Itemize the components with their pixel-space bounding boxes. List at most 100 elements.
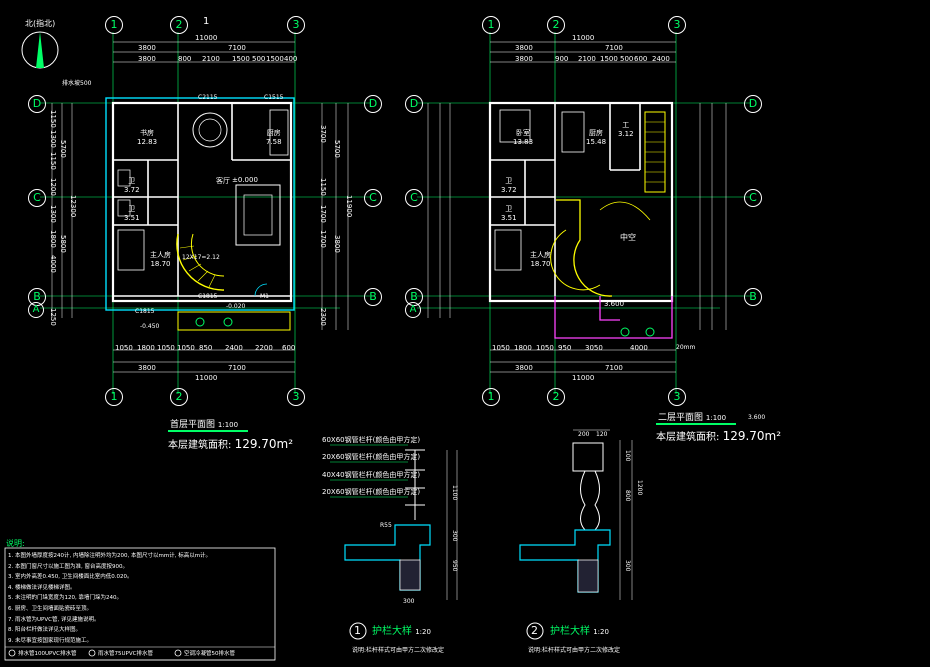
plan1-dim-detail-7: 400: [284, 55, 298, 63]
notes-line: 7. 雨水管为UPVC管, 详见建施说明。: [8, 616, 100, 623]
axis-bubble-3-bottom: 3: [287, 388, 305, 406]
detail2: [519, 429, 633, 640]
plan1-dim-bottom-d5: 850: [199, 344, 213, 352]
plan1-dim-bottom-d8: 600: [282, 344, 296, 352]
detail1: [330, 444, 458, 640]
plan1-dim-top-part-1: 3800: [138, 44, 156, 52]
plan1-dim-bottom-d7: 2200: [255, 344, 273, 352]
axis-bubble-C-right: C: [364, 189, 382, 207]
plan2-title-underline: [656, 423, 736, 425]
plan2-title: 二层平面图 1:100: [658, 413, 727, 423]
plan1-dim-right-4: 1700: [319, 230, 327, 248]
axis-bubble-D-left: D: [28, 95, 46, 113]
svg-text:北(指北): 北(指北): [25, 18, 55, 28]
notes-line: 2. 本图门窗尺寸以施工图为准, 窗台高度按900。: [8, 563, 128, 570]
plan2-dim-bottom-p2: 7100: [605, 364, 623, 372]
detail1-dim-2: 300: [451, 530, 458, 542]
plan1-title: 首层平面图 1:100: [170, 420, 239, 430]
detail1-callout-1: 60X60钢管栏杆(颜色由甲方定): [322, 436, 421, 444]
axis-bubble-1-bottom: 1: [105, 388, 123, 406]
detail1-callout-4: 20X60钢管栏杆(颜色由甲方定): [322, 488, 421, 496]
plan1-dim-detail-1: 3800: [138, 55, 156, 63]
plan1-dim-bottom-d4: 1050: [177, 344, 195, 352]
plan2-axis-bubble-D-left: D: [405, 95, 423, 113]
plan1-dim-left-9: 5700: [59, 140, 67, 158]
plan1-dim-detail-2: 800: [178, 55, 192, 63]
axis-bubble-C-left: C: [28, 189, 46, 207]
plan2-dim-detail-1: 3800: [515, 55, 533, 63]
plan2-dim-bottom-d4: 950: [558, 344, 572, 352]
plan2-dim-detail-2: 900: [555, 55, 569, 63]
plan2-axis-bubble-3-bottom: 3: [668, 388, 686, 406]
plan1-dim-bottom-p2: 7100: [228, 364, 246, 372]
plan1-level-2: -0.450: [140, 323, 160, 330]
plan1-dim-bottom-total: 11000: [195, 374, 218, 382]
plan2-dim-detail-7: 2400: [652, 55, 670, 63]
plan2-dim-top-total: 11000: [572, 34, 595, 42]
plan1-area: 本层建筑面积: 129.70m²: [168, 437, 294, 451]
plan2-dim-bottom-d2: 1800: [514, 344, 532, 352]
detail2-dim-top-2: 120: [596, 431, 608, 438]
plan1-level-1: -0.020: [226, 303, 246, 310]
plan2-dim-detail-4: 1500: [600, 55, 618, 63]
plan2-dim-detail-6: 600: [634, 55, 648, 63]
plan2-dim-bottom-d3: 1050: [536, 344, 554, 352]
plan1-dim-bottom-d6: 2400: [225, 344, 243, 352]
north-arrow-icon: [36, 32, 44, 68]
plan1-dim-left-7: 4000: [49, 255, 57, 273]
plan1-dim-bottom-d3: 1050: [157, 344, 175, 352]
plan2-axis-bubble-2-bottom: 2: [547, 388, 565, 406]
plan1-dim-right-1: 3700: [319, 125, 327, 143]
plan2-axis-bubble-3: 3: [668, 16, 686, 34]
plan2-area: 本层建筑面积: 129.70m²: [656, 429, 782, 443]
plan1-window-c1815: C1815: [198, 293, 218, 300]
plan1-dim-left-11: 12300: [69, 195, 77, 218]
plan2-axis-bubble-A-left: A: [405, 302, 421, 318]
plan1-door-m1: M1: [260, 293, 269, 300]
plan1-dim-bottom-p1: 3800: [138, 364, 156, 372]
axis-bubble-D-right: D: [364, 95, 382, 113]
plan1-dim-left-2: 1300: [49, 130, 57, 148]
plan1-dim-right-7: 5700: [333, 140, 341, 158]
plan1-window-c1815b: C1815: [135, 308, 155, 315]
notes-line: 1. 本图外墙厚度按240计, 内墙除注明外均为200, 本图尺寸以mm计, 标…: [8, 553, 212, 559]
notes-list: 1. 本图外墙厚度按240计, 内墙除注明外均为200, 本图尺寸以mm计, 标…: [8, 551, 272, 646]
detail2-dim-top-1: 200: [578, 431, 590, 438]
plan1-dim-top-total: 11000: [195, 34, 218, 42]
plan1: [40, 32, 370, 394]
axis-bubble-1: 1: [105, 16, 123, 34]
plan2-axis-bubble-1: 1: [482, 16, 500, 34]
detail1-title: 护栏大样 1:20: [372, 626, 431, 637]
plan2-level-tag: 3.600: [748, 414, 766, 421]
plan2-dim-bottom-p1: 3800: [515, 364, 533, 372]
plan1-dim-detail-3: 2100: [202, 55, 220, 63]
plan1-dim-right-6: 2300: [319, 308, 327, 326]
plan2-dim-top-part-1: 3800: [515, 44, 533, 52]
detail2-title: 护栏大样 1:20: [550, 626, 609, 637]
plan1-level-0: ±0.000: [232, 176, 258, 184]
notes-line: 3. 室内外高差0.450, 卫生间楼面比室内低0.020。: [8, 574, 133, 581]
plan1-dim-right-2: 1150: [319, 178, 327, 196]
plan2-dim-bottom-d7: 20mm: [676, 344, 696, 351]
axis-bubble-A-left: A: [28, 302, 44, 318]
plan2-axis-bubble-B-right: B: [744, 288, 762, 306]
plan2-dim-detail-3: 2100: [578, 55, 596, 63]
axis-bubble-2: 2: [170, 16, 188, 34]
detail2-dim-side-1: 100: [624, 450, 631, 462]
plan1-dim-left-5: 1300: [49, 205, 57, 223]
north-arrow: 北(指北): [21, 18, 59, 69]
notes-line: 5. 未注明的门垛宽度为120, 靠墙门垛为240。: [8, 595, 122, 602]
plan1-window-c2115: C2115: [198, 94, 218, 101]
detail1-callout-3: 40X40钢管栏杆(颜色由甲方定): [322, 471, 421, 479]
detail1-dim-3: 950: [451, 560, 458, 572]
detail2-note: 说明:栏杆样式可由甲方二次修改定: [528, 647, 621, 654]
notes-line: 4. 楼梯做法详见楼梯详图。: [8, 584, 76, 591]
